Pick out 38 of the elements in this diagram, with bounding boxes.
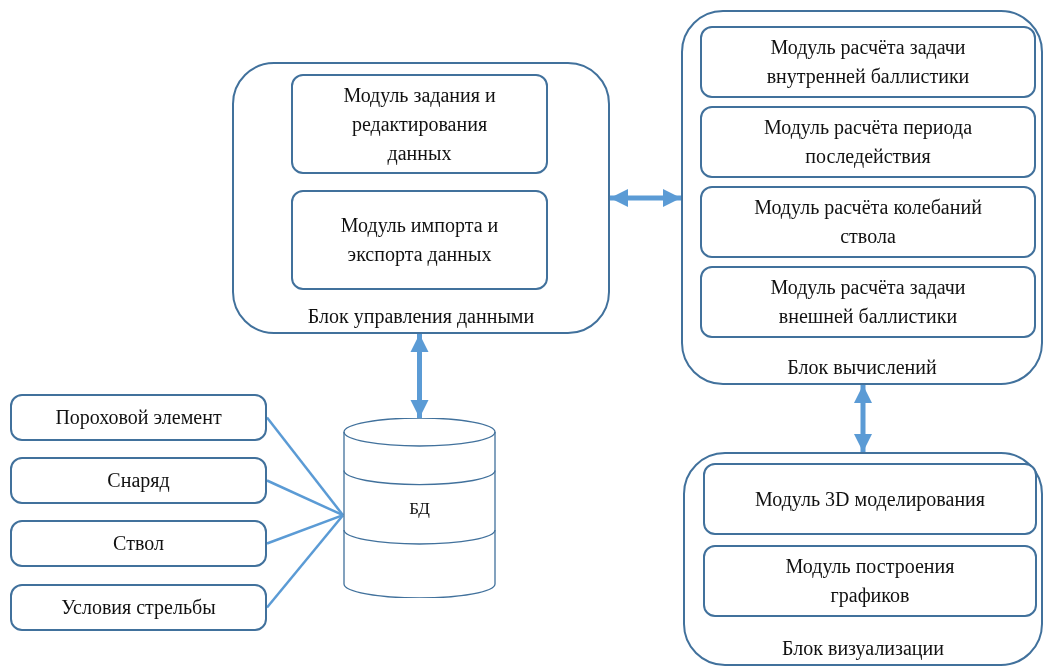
database-label: БД: [408, 498, 431, 520]
module-label: Модуль импорта и экспорта данных: [339, 213, 500, 268]
module-box: [700, 266, 1036, 338]
connector-line: [266, 514, 344, 545]
module-box: [291, 74, 548, 174]
module-label: Модуль расчёта задачи внутренней баллистики: [765, 35, 971, 90]
module-label: Модуль расчёта колебаний ствола: [753, 195, 983, 249]
module-label: Модуль 3D моделирования: [754, 486, 986, 513]
module-box: [700, 106, 1036, 178]
double-arrow: [854, 385, 872, 452]
module-box: [703, 545, 1037, 617]
block-container: [681, 10, 1043, 385]
module-box: [700, 26, 1036, 98]
module-label: Модуль расчёта периода последействия: [763, 115, 973, 170]
module-label: Модуль задания и редактирования данных: [342, 82, 497, 167]
block-container: [232, 62, 610, 334]
module-box: [10, 457, 267, 504]
connector-line: [266, 514, 344, 609]
block-title: Блок управления данными: [306, 305, 536, 328]
module-label: Модуль расчёта задачи внешней баллистики: [769, 275, 967, 329]
block-container: [683, 452, 1043, 666]
module-box: [291, 190, 548, 290]
module-box: [703, 463, 1037, 535]
double-arrow: [610, 189, 681, 207]
block-title: Блок вычислений: [786, 356, 938, 379]
block-title: Блок визуализации: [781, 637, 945, 660]
module-box: [10, 584, 267, 631]
connector-line: [266, 479, 344, 517]
module-label: Модуль построения графиков: [784, 554, 956, 609]
module-label: Ствол: [112, 531, 165, 556]
connector-line: [266, 416, 344, 516]
double-arrow: [410, 334, 429, 418]
module-label: Снаряд: [106, 468, 171, 494]
module-box: [10, 520, 267, 567]
module-box: [700, 186, 1036, 258]
module-label: Пороховой элемент: [54, 405, 223, 431]
module-box: [10, 394, 267, 441]
module-label: Условия стрельбы: [60, 595, 217, 621]
